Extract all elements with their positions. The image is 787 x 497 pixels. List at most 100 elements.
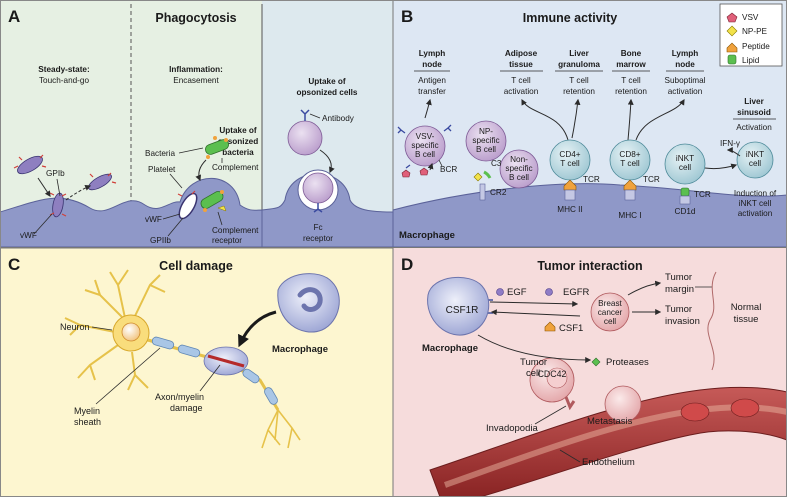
col5-sub-1: Suboptimal [665,76,706,85]
mhc2-label: MHC II [557,205,582,214]
arrow-proteases [477,334,592,363]
induction-label-1: Induction of [734,189,777,198]
c3-fragment [483,170,492,179]
macrophage-d [427,276,490,336]
inkt-act-label-2: cell [749,159,761,168]
steady-state-subtitle: Touch-and-go [39,76,90,85]
bacteria-leader [178,147,204,154]
non-b-cell-label-1: Non- [510,155,528,164]
neuron-dendrites [64,269,171,391]
gpib-leader [56,178,61,197]
inkt-activated-cell [736,141,774,179]
bcr-icons [397,124,452,169]
peptide-mhc1 [623,179,637,191]
panel-d-letter: D [401,255,413,274]
liver-sinusoid-head-1: Liver [744,97,764,106]
invadopodium [564,396,576,411]
cr2-receptor [479,183,486,201]
col1-head-1: Lymph [419,49,446,58]
uptake-bacteria-title-1: Uptake of [219,126,257,135]
antibody-leader [309,113,321,119]
col4-sub-1: T cell [621,76,641,85]
vwf-leader-inflam [162,213,181,220]
damage-label-1: Axon/myelin [155,392,204,402]
bacteria-label: Bacteria [145,149,175,158]
np-pe-legend-icon [726,25,738,37]
legend-lipid-label: Lipid [742,56,760,65]
arrow-macrophage-to-axon [238,310,277,348]
peptide-legend-icon [726,42,738,53]
tumor-invasion-label-1: Tumor [665,304,692,315]
platelet-label: Platelet [148,165,176,174]
vsv-particle-1 [401,169,411,178]
col5-head-1: Lymph [672,49,699,58]
red-blood-cell-1 [680,402,710,422]
col1-sub-2: transfer [418,87,446,96]
panel-b: B Immune activity VSV NP-PE Peptide Lipi… [392,0,787,248]
induction-label-3: activation [738,209,773,218]
damage-label-2: damage [170,403,203,413]
inflammation-title: Inflammation: [169,65,223,74]
vwf-label-steady: vWF [20,231,37,240]
myelin-label-2: sheath [74,417,101,427]
panel-d: D Tumor interaction CSF1R Macrophage EGF… [392,248,787,497]
liver-sinusoid-head-2: sinusoid [737,108,771,117]
steady-state-title: Steady-state: [38,65,89,74]
inkt-label-1: iNKT [676,154,694,163]
cd1d-label: CD1d [675,207,696,216]
np-b-cell-label-1: NP- [479,127,493,136]
vsv-b-cell-label-2: specific [411,141,438,150]
platelet-leader [169,173,183,189]
bacterium-engulfed [200,190,227,212]
breast-label-1: Breast [598,299,622,308]
tumor-margin-line [707,271,717,371]
egfr-label: EGFR [563,287,590,298]
opsonized-title-2: opsonized cells [297,88,358,97]
vsv-b-cell-label-1: VSV- [416,132,435,141]
col5-head-2: node [675,60,695,69]
arrow-t-activation [521,98,569,141]
vwf-label-inflam: vWF [145,215,162,224]
col4-head-1: Bone [621,49,642,58]
arrow-inkt-activation [704,163,738,170]
endothelium-leader [559,449,581,463]
csf1-icon [544,321,556,332]
lipid-antigen [680,187,690,197]
inkt-act-label-1: iNKT [746,150,764,159]
panel-b-title: Immune activity [523,11,618,25]
panel-a-letter: A [8,7,20,26]
np-b-cell [465,120,507,162]
col1-sub-1: Antigen [418,76,446,85]
complement-receptor-label-2: receptor [212,236,242,245]
panel-c-title: Cell damage [159,259,233,273]
np-pe-particle [473,172,483,182]
tumor-margin-label-2: margin [665,284,694,295]
cr2-label: CR2 [490,188,507,197]
breast-label-3: cell [604,317,616,326]
platelet-steady-2 [49,192,67,218]
invadopodia-label: Invadopodia [486,423,538,434]
arrow-bacteria-uptake [195,159,207,182]
egf-label: EGF [507,287,527,298]
panel-a: A Phagocytosis Steady-state: Touch-and-g… [0,0,394,248]
col2-head-1: Adipose [505,49,538,58]
non-specific-b-cell [499,149,539,189]
antibody-icon [300,109,310,121]
egf-icon-2 [545,288,553,296]
egf-icon [496,288,504,296]
panel-a-title: Phagocytosis [155,11,236,25]
bcr-leader [438,159,443,167]
legend-np-pe-label: NP-PE [742,27,768,36]
red-blood-cell-2 [730,398,760,418]
macrophage-label-b: Macrophage [399,230,455,241]
myelin-label-1: Myelin [74,406,100,416]
col3-head-2: granuloma [558,60,600,69]
uptake-bacteria-title-3: bacteria [222,148,254,157]
normal-tissue-label-2: tissue [734,314,759,325]
myelin-leader [95,347,161,405]
panel-d-title: Tumor interaction [537,259,642,273]
arrow-egf [489,300,579,307]
vsv-legend-icon [726,12,738,23]
neuron-nucleus [121,322,141,342]
liver-sinusoid-sub: Activation [736,123,772,132]
